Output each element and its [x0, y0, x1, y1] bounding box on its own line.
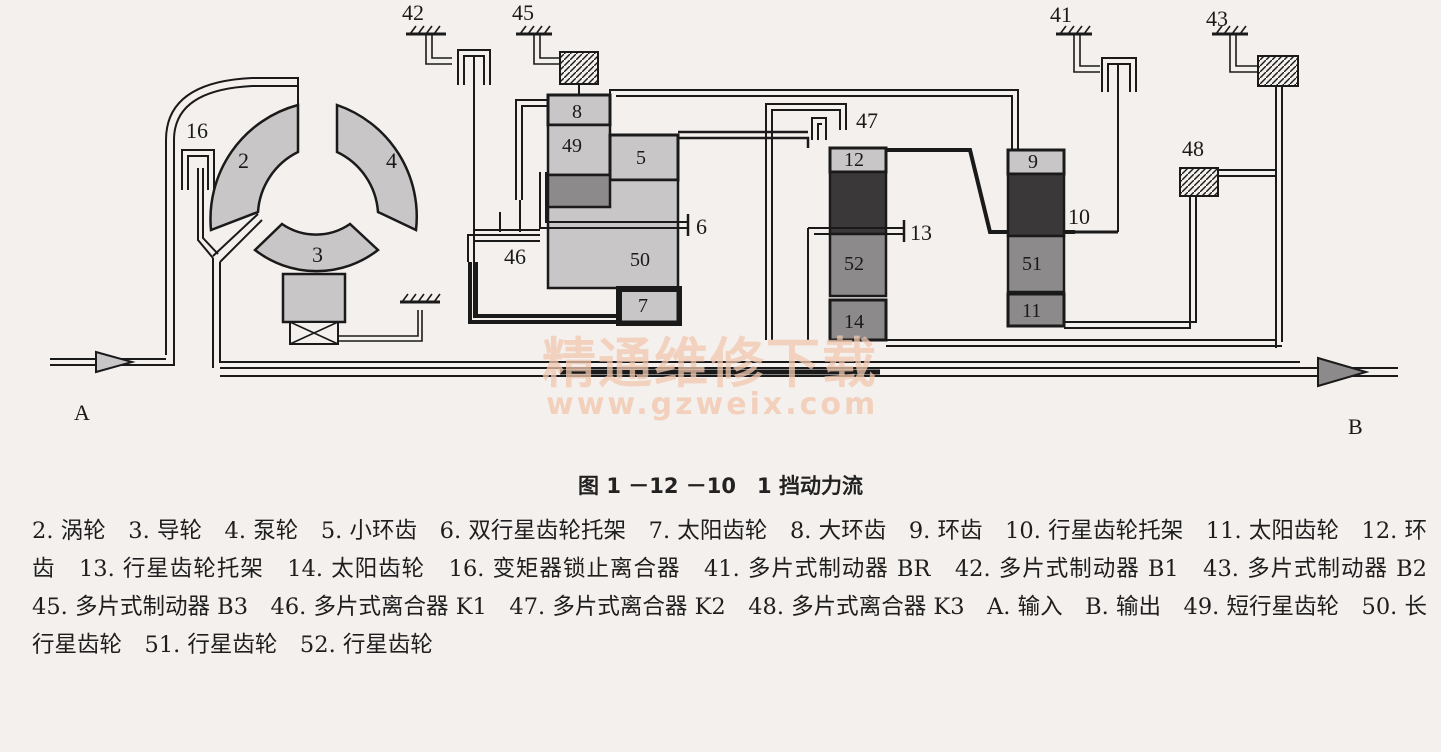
planetary-set-3 — [1006, 148, 1118, 328]
planet-52 — [828, 232, 888, 298]
label-16: 16 — [186, 118, 208, 143]
label-11: 11 — [1022, 300, 1041, 322]
ravigneaux-gearset — [539, 89, 1019, 326]
label-8: 8 — [572, 101, 582, 123]
input-arrow — [50, 350, 175, 374]
clutch-k1-46 — [467, 99, 620, 324]
torque-converter — [165, 77, 1300, 368]
label-7: 7 — [638, 295, 648, 317]
label-47: 47 — [856, 108, 878, 133]
carrier-13 — [807, 227, 904, 340]
brake-b2-43 — [1212, 25, 1299, 348]
clutch-k3-48 — [1064, 167, 1276, 329]
carrier-6 — [539, 172, 688, 229]
label-42: 42 — [402, 0, 424, 25]
brake-b1-42 — [406, 25, 540, 318]
sun-gear-14 — [828, 298, 888, 342]
watermark-title: 精通维修下载 — [542, 332, 878, 395]
label-41: 41 — [1050, 2, 1072, 27]
label-48: 48 — [1182, 136, 1204, 161]
label-52: 52 — [844, 253, 864, 275]
label-12: 12 — [844, 149, 864, 171]
sun-gear-11 — [1006, 292, 1066, 328]
pump-4 — [335, 103, 418, 232]
label-6: 6 — [696, 214, 707, 239]
label-46: 46 — [504, 244, 526, 269]
sun-gear-7 — [618, 288, 680, 324]
stator-hub — [281, 272, 347, 324]
label-10: 10 — [1068, 204, 1090, 229]
label-49: 49 — [562, 135, 582, 157]
label-3: 3 — [312, 242, 323, 267]
label-51: 51 — [1022, 253, 1042, 275]
label-input-a: A — [74, 400, 90, 425]
label-4: 4 — [386, 148, 397, 173]
gear-train-diagram: 2 3 4 16 42 45 41 43 48 47 46 8 49 5 6 5… — [50, 0, 1398, 439]
figure-caption: 图 1 －12 －10 1 挡动力流 — [578, 474, 863, 498]
figure-legend: 2. 涡轮 3. 导轮 4. 泵轮 5. 小环齿 6. 双行星齿轮托架 7. 太… — [32, 518, 1441, 658]
stator-3 — [253, 222, 380, 273]
label-5: 5 — [636, 147, 646, 169]
brake-b3-45 — [516, 25, 599, 95]
label-50: 50 — [630, 249, 650, 271]
lockup-clutch-16 — [181, 149, 215, 190]
label-45: 45 — [512, 0, 534, 25]
label-14: 14 — [844, 311, 864, 333]
output-shaft — [220, 356, 1398, 388]
label-13: 13 — [910, 220, 932, 245]
small-ring-gear-5 — [608, 133, 680, 182]
label-43: 43 — [1206, 6, 1228, 31]
turbine-2 — [209, 103, 300, 232]
planetary-set-2 — [807, 146, 1075, 342]
label-output-b: B — [1348, 414, 1363, 439]
label-2: 2 — [238, 148, 249, 173]
label-9: 9 — [1028, 151, 1038, 173]
brake-br-41 — [1056, 25, 1137, 232]
clutch-k2-47 — [765, 103, 847, 340]
ring-gear-12 — [828, 146, 888, 174]
watermark-url: www.gzweix.com — [546, 387, 878, 422]
planet-51 — [1006, 234, 1066, 294]
